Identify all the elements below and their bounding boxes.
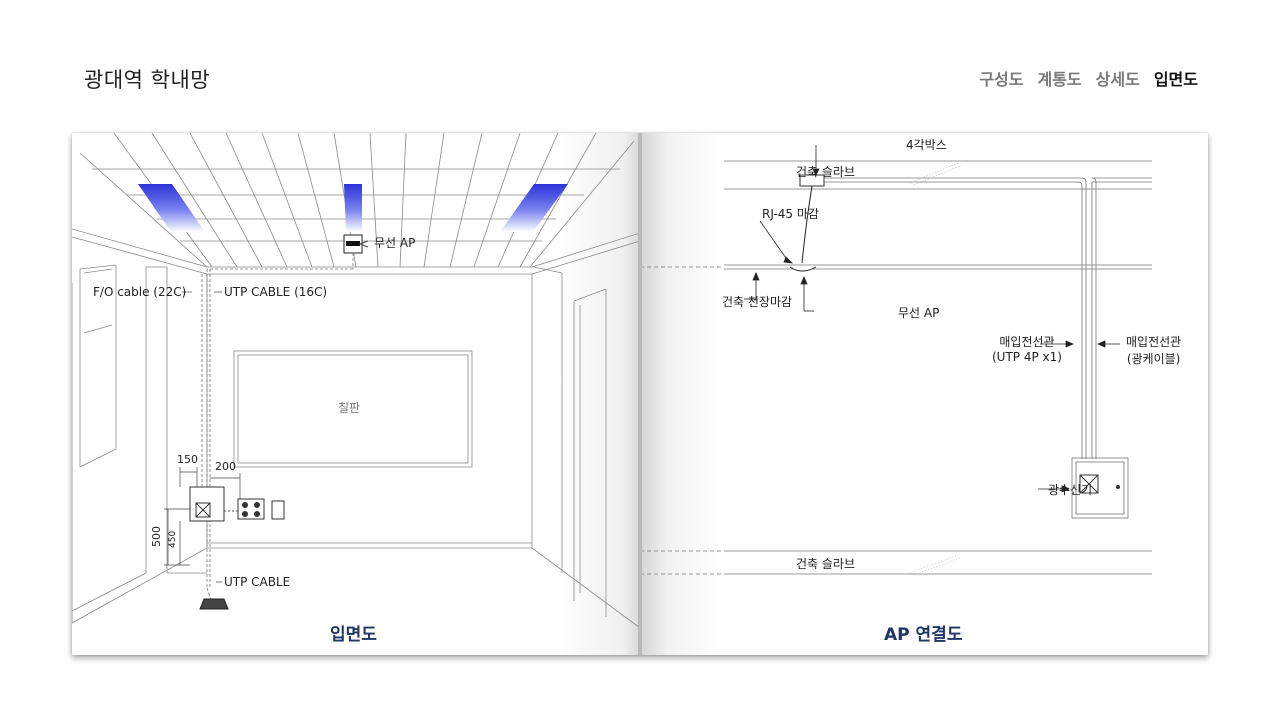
label-conduit-utp: 매입전선관 (UTP 4P x1): [992, 333, 1062, 364]
label-ceiling-finish: 건축 천장마감: [722, 295, 793, 309]
diagram-book: 무선 AP F/O cable (22C) UTP CABLE (16C) 칠판…: [72, 133, 1208, 655]
data-outlet: [237, 498, 265, 520]
label-optical-receiver: 광수신기: [1048, 483, 1093, 497]
elevation-caption: 입면도: [330, 625, 377, 645]
ceiling-light-right: [500, 184, 568, 232]
label-conduit-fiber-line1: 매입전선관: [1126, 335, 1182, 349]
left-label-utp-16c: UTP CABLE (16C): [224, 285, 328, 299]
label-slab-top: 건축 슬라브: [796, 165, 856, 179]
power-outlet: [271, 500, 285, 520]
nav-system-diagram[interactable]: 계통도: [1037, 70, 1082, 89]
nav-config-diagram[interactable]: 구성도: [979, 70, 1024, 89]
book-spine: [638, 133, 642, 655]
left-label-utp-cable: UTP CABLE: [224, 575, 291, 589]
dimension-150: 150: [177, 453, 198, 466]
dimension-450: 450: [168, 530, 178, 548]
ceiling-light-left: [138, 184, 205, 232]
dimension-200: 200: [215, 460, 236, 473]
label-conduit-fiber: 매입전선관 (광케이블): [1126, 333, 1181, 367]
nav-detail-diagram[interactable]: 상세도: [1095, 70, 1140, 89]
page-title: 광대역 학내망: [84, 68, 211, 92]
label-wireless-ap: 무선 AP: [898, 306, 940, 320]
label-4-box: 4각박스: [906, 138, 947, 152]
floor-box: [199, 598, 229, 610]
elevation-drawing: [72, 133, 640, 629]
label-conduit-utp-line1: 매입전선관: [999, 335, 1055, 349]
ap-connection-page: 4각박스 건축 슬라브 RJ-45 마감 건축 천장마감 무선 AP 매입전선관…: [640, 133, 1208, 655]
ceiling-ap-device: [789, 266, 817, 272]
label-conduit-fiber-line2: (광케이블): [1126, 352, 1181, 366]
junction-box: [189, 486, 225, 522]
label-rj45-finish: RJ-45 마감: [762, 207, 819, 221]
left-label-fo-cable: F/O cable (22C): [93, 285, 187, 299]
ap-connection-drawing: [640, 145, 1152, 576]
blackboard-label: 칠판: [338, 401, 361, 415]
elevation-page: 무선 AP F/O cable (22C) UTP CABLE (16C) 칠판…: [72, 133, 640, 655]
label-slab-bottom: 건축 슬라브: [796, 557, 856, 571]
ap-connection-caption: AP 연결도: [884, 625, 963, 645]
top-nav: 구성도 계통도 상세도 입면도: [979, 66, 1198, 90]
ceiling-light-center: [344, 184, 362, 232]
nav-elevation-diagram[interactable]: 입면도: [1153, 70, 1198, 89]
label-conduit-utp-line2: (UTP 4P x1): [992, 350, 1062, 364]
dimension-500: 500: [150, 526, 163, 547]
left-label-wireless-ap: 무선 AP: [374, 236, 416, 250]
